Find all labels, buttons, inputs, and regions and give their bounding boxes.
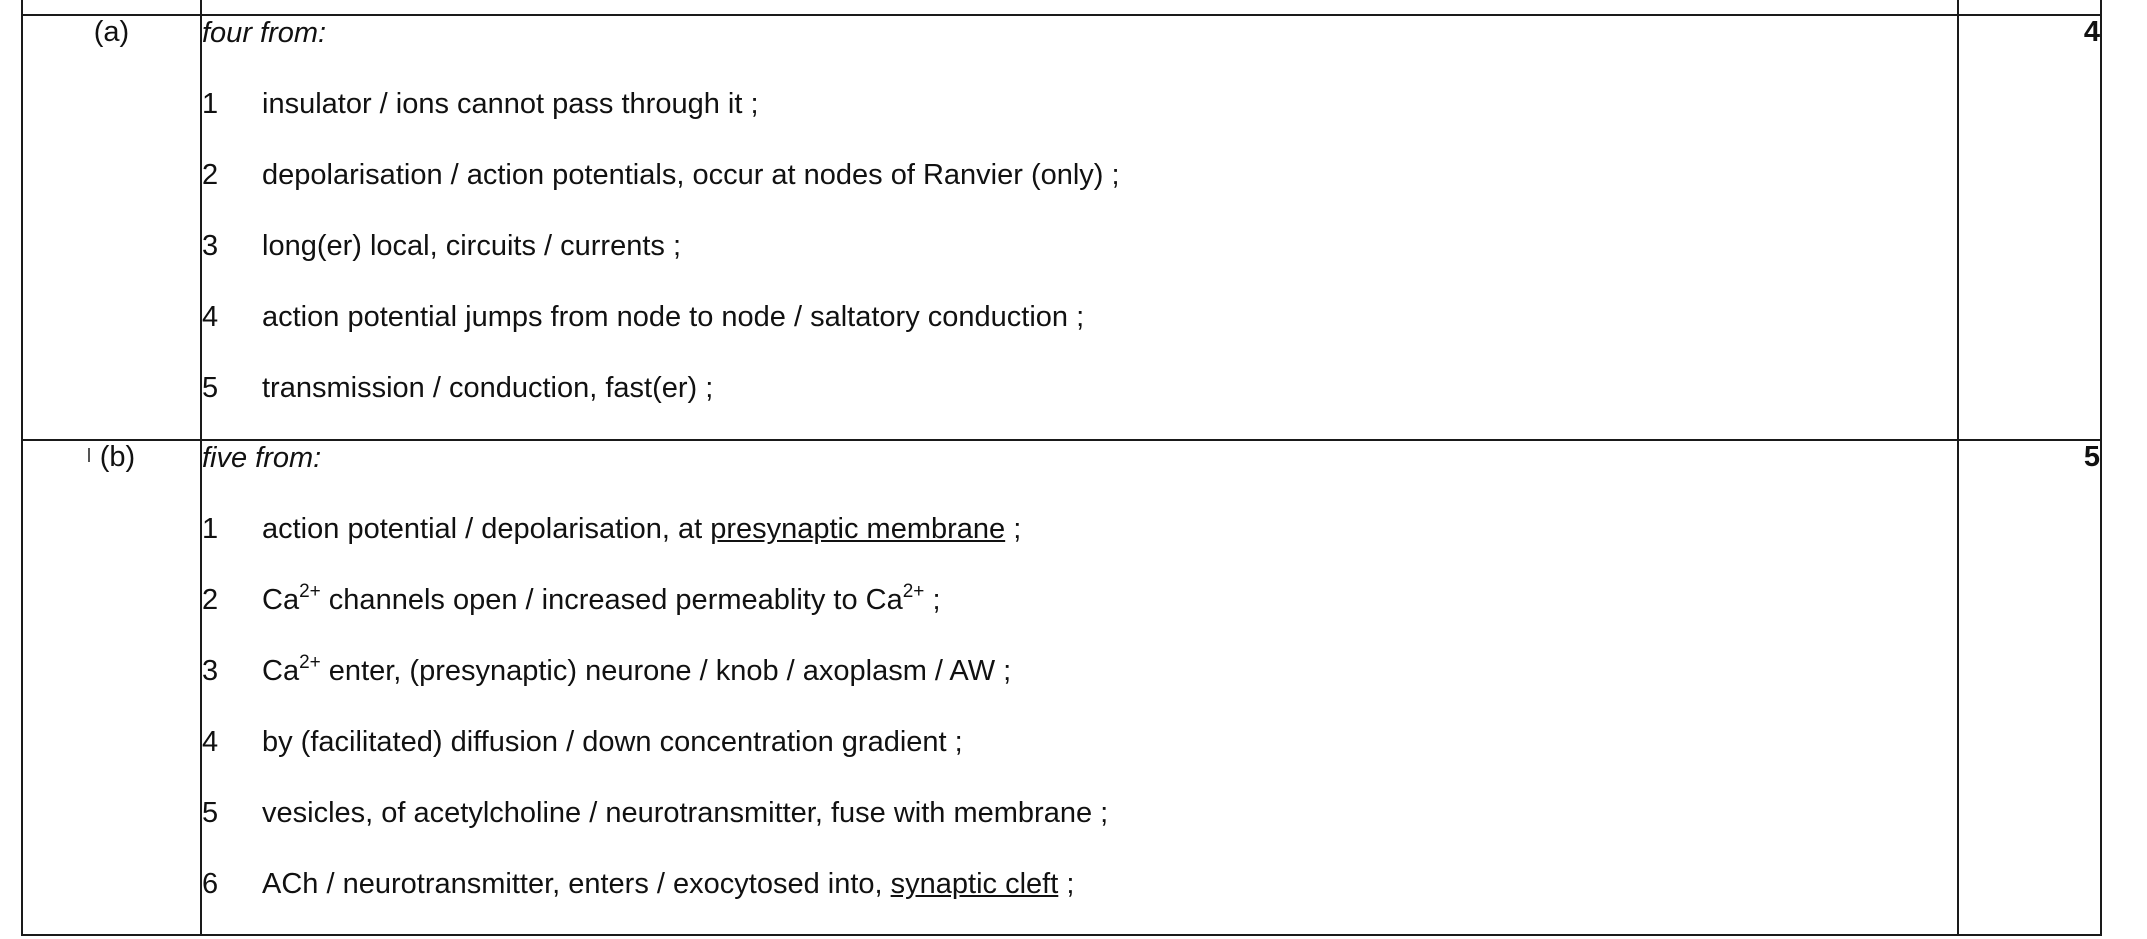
marking-point: 2 depolarisation / action potentials, occ… bbox=[202, 158, 1957, 192]
question-label: (b) bbox=[21, 439, 202, 936]
point-text: by (facilitated) diffusion / down concen… bbox=[262, 725, 963, 759]
marks-value: 4 bbox=[1957, 14, 2102, 441]
point-number: 2 bbox=[202, 159, 219, 191]
text-segment: ; bbox=[1058, 868, 1075, 900]
text-segment: channels open / increased permeablity to… bbox=[320, 584, 903, 616]
point-number: 4 bbox=[202, 726, 219, 758]
superscript-charge: 2+ bbox=[299, 652, 321, 673]
superscript-charge: 2+ bbox=[902, 581, 925, 602]
table-header-stub bbox=[21, 0, 2102, 16]
text-segment: action potential / depolarisation, at bbox=[262, 513, 711, 545]
underlined-term: synaptic cleft bbox=[890, 868, 1059, 900]
table-row-part-a: (a) four from: 1 insulator / ions cannot … bbox=[21, 14, 2102, 441]
marking-point: 5 vesicles, of acetylcholine / neurotrans… bbox=[202, 796, 1957, 830]
text-segment: vesicles, of acetylcholine / neurotransm… bbox=[262, 797, 1109, 829]
underlined-term: presynaptic membrane bbox=[710, 513, 1006, 545]
text-segment: by (facilitated) diffusion / down concen… bbox=[262, 726, 963, 758]
point-text: ACh / neurotransmitter, enters / exocyto… bbox=[262, 867, 1074, 901]
marking-point: 1 insulator / ions cannot pass through it… bbox=[202, 87, 1957, 121]
text-segment: insulator / ions cannot pass through it … bbox=[262, 88, 759, 120]
point-number: 5 bbox=[202, 372, 219, 404]
marking-point: 4 by (facilitated) diffusion / down conce… bbox=[202, 725, 1957, 759]
text-segment: transmission / conduction, fast(er) ; bbox=[262, 372, 714, 404]
text-segment: Ca bbox=[262, 655, 300, 687]
point-number: 1 bbox=[202, 88, 219, 120]
text-segment: action potential jumps from node to node… bbox=[262, 301, 1085, 333]
mark-scheme-table: (a) four from: 1 insulator / ions cannot … bbox=[21, 0, 2102, 936]
point-number: 6 bbox=[202, 868, 219, 900]
margin-tick-mark bbox=[87, 448, 96, 462]
point-text: insulator / ions cannot pass through it … bbox=[262, 87, 759, 121]
point-text: action potential / depolarisation, at pr… bbox=[262, 512, 1021, 546]
text-segment: enter, (presynaptic) neurone / knob / ax… bbox=[320, 655, 1012, 687]
superscript-charge: 2+ bbox=[299, 581, 321, 602]
marking-point: 3 long(er) local, circuits / currents ; bbox=[202, 229, 1957, 263]
text-segment: ; bbox=[924, 584, 941, 616]
point-text: transmission / conduction, fast(er) ; bbox=[262, 371, 713, 405]
point-number: 1 bbox=[202, 513, 219, 545]
point-text: long(er) local, circuits / currents ; bbox=[262, 229, 681, 263]
point-number: 3 bbox=[202, 230, 219, 262]
text-segment: depolarisation / action potentials, occu… bbox=[262, 159, 1120, 191]
answer-intro: five from: bbox=[202, 442, 322, 474]
marking-point: 4 action potential jumps from node to nod… bbox=[202, 300, 1957, 334]
table-row-part-b: (b) five from: 1 action potential / depol… bbox=[21, 439, 2102, 936]
point-number: 2 bbox=[202, 584, 219, 616]
point-number: 3 bbox=[202, 655, 219, 687]
text-segment: ACh / neurotransmitter, enters / exocyto… bbox=[262, 868, 891, 900]
marking-point: 1 action potential / depolarisation, at p… bbox=[202, 512, 1957, 546]
answer-cell: four from: 1 insulator / ions cannot pass… bbox=[200, 14, 1959, 441]
point-text: depolarisation / action potentials, occu… bbox=[262, 158, 1120, 192]
point-text: vesicles, of acetylcholine / neurotransm… bbox=[262, 796, 1108, 830]
marking-point: 5 transmission / conduction, fast(er) ; bbox=[202, 371, 1957, 405]
question-label: (a) bbox=[21, 14, 202, 441]
text-segment: long(er) local, circuits / currents ; bbox=[262, 230, 682, 262]
marking-point: 6 ACh / neurotransmitter, enters / exocyt… bbox=[202, 867, 1957, 901]
point-number: 5 bbox=[202, 797, 219, 829]
marking-points: 1 insulator / ions cannot pass through it… bbox=[202, 87, 1957, 405]
marking-points: 1 action potential / depolarisation, at p… bbox=[202, 512, 1957, 901]
marks-value: 5 bbox=[1957, 439, 2102, 936]
answer-cell: five from: 1 action potential / depolaris… bbox=[200, 439, 1959, 936]
question-label-text: (b) bbox=[99, 441, 136, 473]
point-text: Ca2+ enter, (presynaptic) neurone / knob… bbox=[262, 652, 1012, 688]
answer-intro: four from: bbox=[202, 17, 327, 49]
text-segment: Ca bbox=[262, 584, 300, 616]
point-text: Ca2+ channels open / increased permeabli… bbox=[262, 581, 941, 617]
point-number: 4 bbox=[202, 301, 219, 333]
marking-point: 3 Ca2+ enter, (presynaptic) neurone / kno… bbox=[202, 652, 1957, 688]
text-segment: ; bbox=[1005, 513, 1022, 545]
point-text: action potential jumps from node to node… bbox=[262, 300, 1084, 334]
